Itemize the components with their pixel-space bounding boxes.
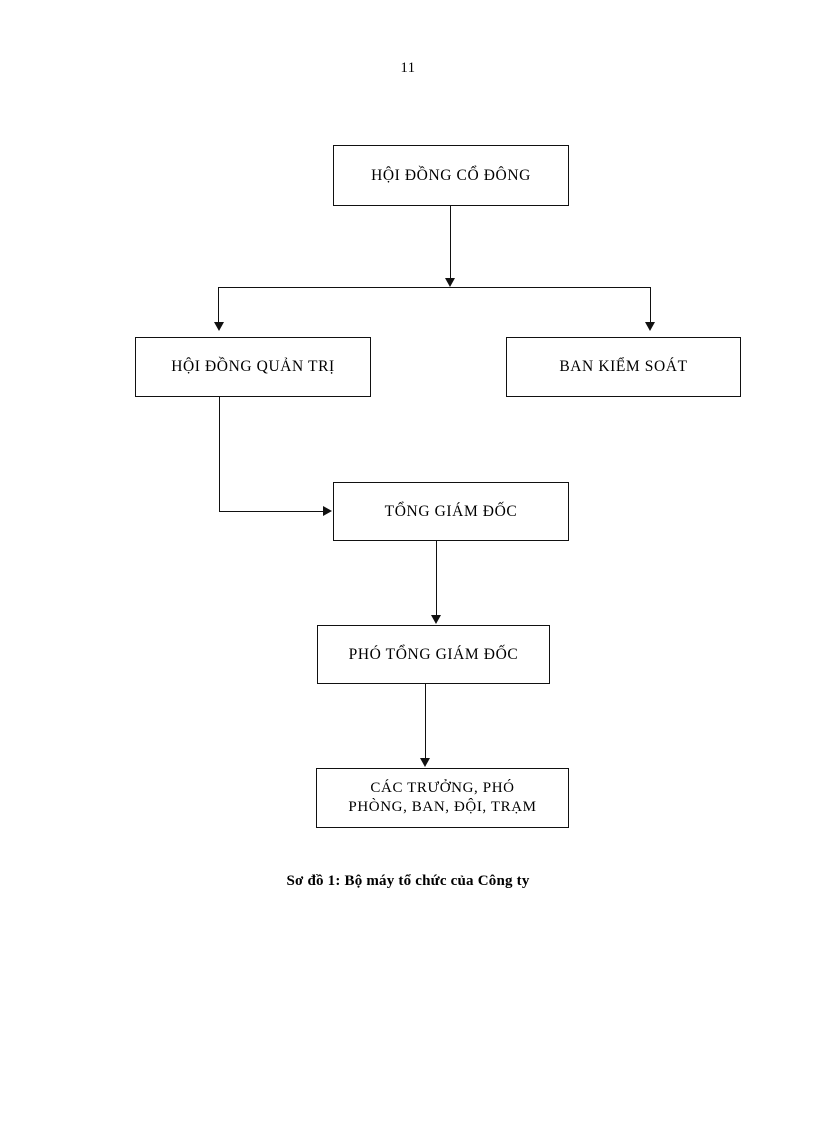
org-node-label: CÁC TRƯỞNG, PHÓ PHÒNG, BAN, ĐỘI, TRẠM <box>348 779 537 815</box>
connector-hdcd-to-bar <box>450 206 451 279</box>
page-number: 11 <box>400 60 416 76</box>
org-node-hoi-dong-quan-tri[interactable]: HỘI ĐỒNG QUẢN TRỊ <box>135 337 371 397</box>
arrow-down-icon-hdqt <box>214 322 224 331</box>
connector-hdqt-to-tgd-horizontal <box>219 511 324 512</box>
connector-hdqt-to-tgd-vertical <box>219 397 220 512</box>
org-node-pho-tong-giam-doc[interactable]: PHÓ TỔNG GIÁM ĐỐC <box>317 625 550 684</box>
arrow-right-icon-tgd <box>323 506 332 516</box>
org-node-label: HỘI ĐỒNG QUẢN TRỊ <box>171 358 335 376</box>
arrow-down-icon-ptgd <box>431 615 441 624</box>
org-node-cac-truong-pho-phong[interactable]: CÁC TRƯỞNG, PHÓ PHÒNG, BAN, ĐỘI, TRẠM <box>316 768 569 828</box>
org-node-hoi-dong-co-dong[interactable]: HỘI ĐỒNG CỔ ĐÔNG <box>333 145 569 206</box>
org-node-label: HỘI ĐỒNG CỔ ĐÔNG <box>371 166 531 184</box>
connector-bar-to-hdqt <box>218 287 219 323</box>
org-node-label: PHÓ TỔNG GIÁM ĐỐC <box>348 645 519 663</box>
connector-bar-to-bks <box>650 287 651 323</box>
connector-tgd-to-ptgd <box>436 541 437 616</box>
org-node-ban-kiem-soat[interactable]: BAN KIỂM SOÁT <box>506 337 741 397</box>
org-node-tong-giam-doc[interactable]: TỔNG GIÁM ĐỐC <box>333 482 569 541</box>
org-node-label: TỔNG GIÁM ĐỐC <box>384 502 518 520</box>
diagram-caption: Sơ đồ 1: Bộ máy tổ chức của Công ty <box>286 873 530 889</box>
arrow-down-icon-hdcd <box>445 278 455 287</box>
connector-ptgd-to-truong <box>425 684 426 759</box>
arrow-down-icon-bks <box>645 322 655 331</box>
arrow-down-icon-truong <box>420 758 430 767</box>
connector-distribution-bar <box>218 287 651 288</box>
org-node-label: BAN KIỂM SOÁT <box>559 358 688 376</box>
